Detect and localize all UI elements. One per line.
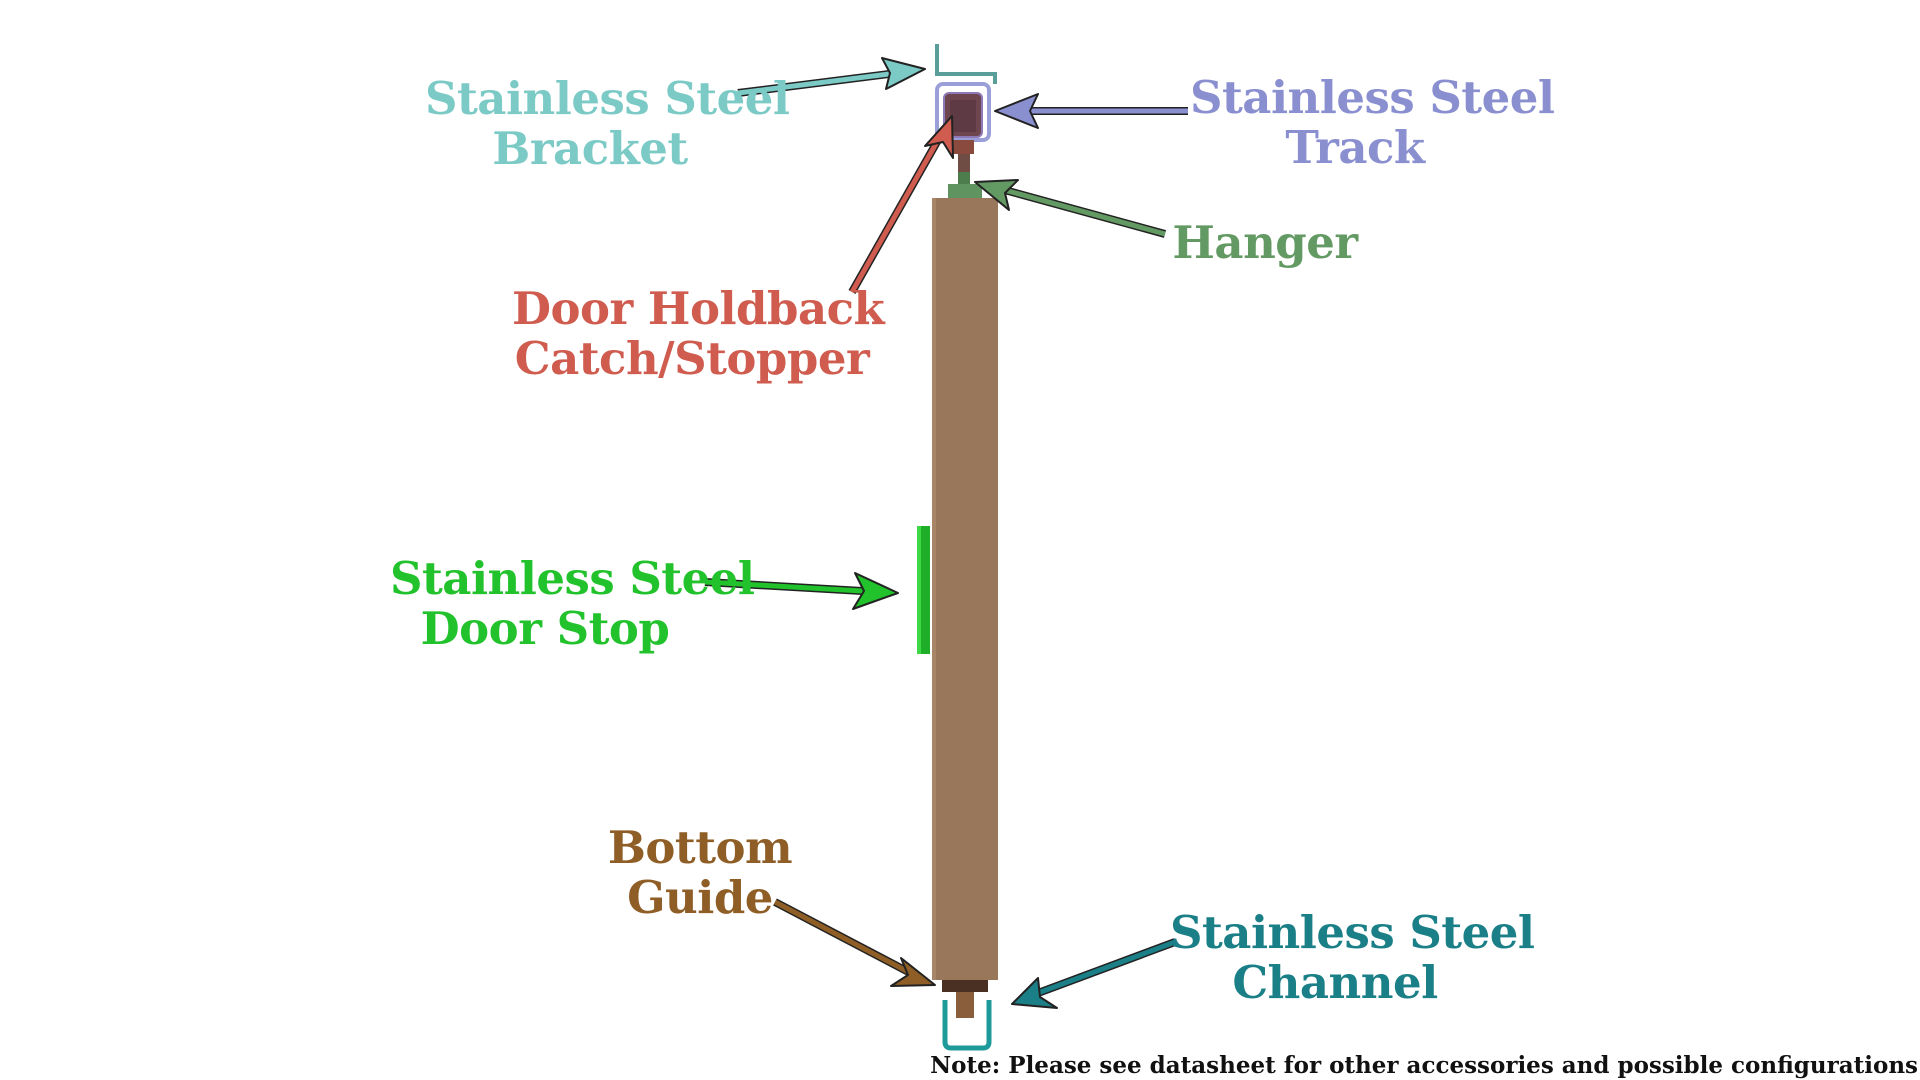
label-bottom-guide: Bottom Guide [600, 823, 800, 923]
doorstop-highlight [917, 526, 921, 654]
label-stainless-steel-track: Stainless Steel Track [1190, 71, 1555, 174]
label-line: Bracket [492, 122, 688, 175]
door-panel-edge [932, 198, 936, 980]
channel-arrowhead [1011, 977, 1058, 1009]
label-line: Hanger [1172, 216, 1358, 269]
holdback-arrowhead [924, 115, 954, 159]
label-line: Door Stop [420, 602, 670, 655]
guide-shape [942, 980, 988, 992]
channel-shape [942, 1000, 992, 1051]
label-stainless-steel-bracket: Stainless Steel Bracket [425, 72, 790, 175]
door-panel [932, 198, 998, 980]
label-line: Stainless Steel [390, 552, 755, 605]
bracket-shape [935, 44, 997, 84]
track-arrowhead [994, 93, 1039, 129]
bracket-arrowhead [881, 57, 926, 90]
doorstop-arrowhead [852, 572, 899, 610]
holdback-shape [952, 140, 974, 154]
label-line: Stainless Steel [1190, 71, 1555, 124]
label-line: Stainless Steel [425, 72, 790, 125]
hanger-arrowhead [974, 179, 1019, 211]
label-stainless-steel-door-stop: Stainless Steel Door Stop [390, 552, 755, 655]
hanger-plate [948, 184, 982, 198]
label-line: Track [1285, 121, 1425, 174]
label-line: Door Holdback [512, 282, 885, 335]
label-hanger: Hanger [1165, 218, 1365, 268]
hanger-bolt [958, 172, 970, 186]
guide-stem [956, 992, 974, 1018]
label-line: Guide [627, 871, 773, 924]
holdback-stem [958, 154, 970, 174]
label-line: Channel [1232, 956, 1438, 1009]
label-line: Stainless Steel [1170, 906, 1535, 959]
track-trolley [950, 100, 976, 132]
label-line: Bottom [607, 821, 793, 874]
footnote: Note: Please see datasheet for other acc… [930, 1052, 1918, 1079]
label-stainless-steel-channel: Stainless Steel Channel [1170, 906, 1535, 1009]
label-door-holdback: Door Holdback Catch/Stopper [512, 282, 885, 385]
guide-arrowhead [890, 957, 936, 987]
label-line: Catch/Stopper [514, 332, 870, 385]
